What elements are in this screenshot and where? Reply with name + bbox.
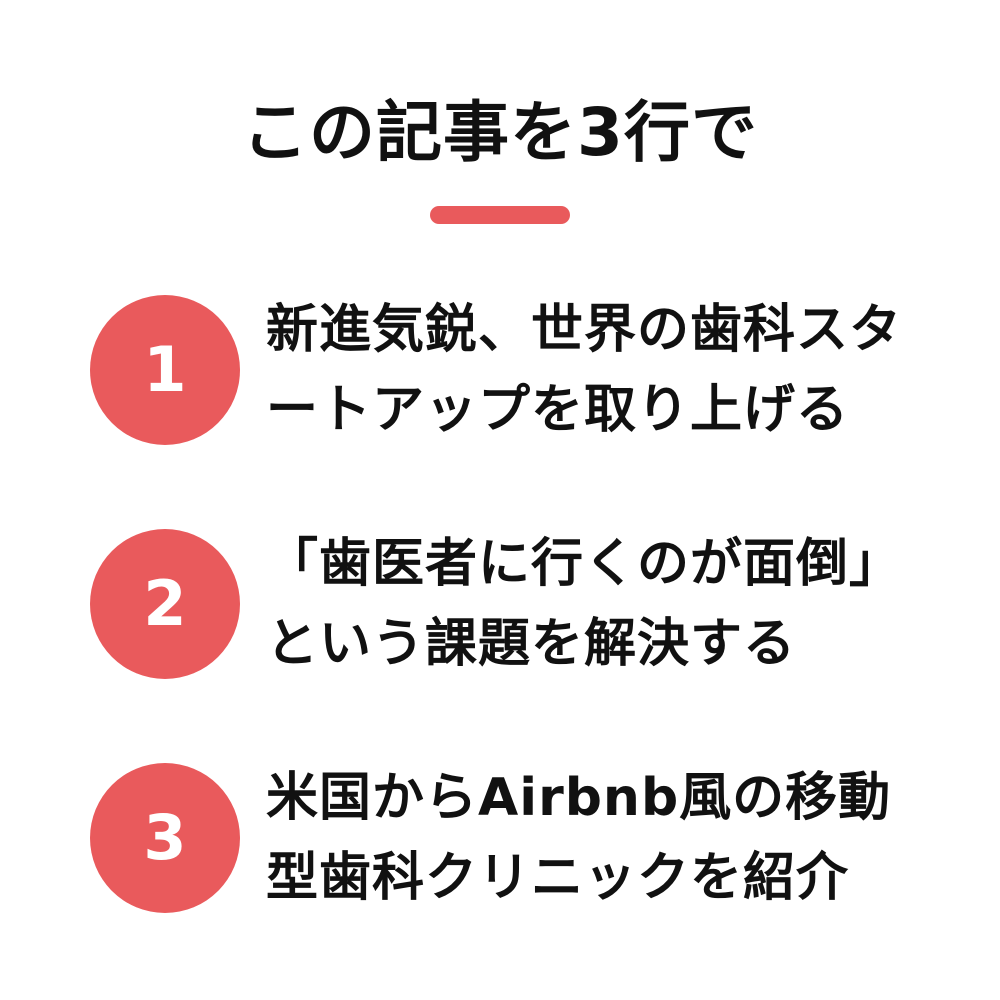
summary-line: 新進気鋭、世界の歯科スタ — [266, 300, 903, 360]
summary-item-2: 2 「歯医者に行くのが面倒」 という課題を解決する — [0, 524, 1000, 684]
summary-line: 「歯医者に行くのが面倒」 — [266, 534, 903, 594]
page-title: この記事を3行で — [242, 94, 758, 171]
number-badge-2: 2 — [90, 529, 240, 679]
summary-line: 型歯科クリニックを紹介 — [266, 848, 850, 908]
summary-text-1: 新進気鋭、世界の歯科スタ ートアップを取り上げる — [266, 290, 956, 450]
summary-item-1: 1 新進気鋭、世界の歯科スタ ートアップを取り上げる — [0, 290, 1000, 450]
summary-line: という課題を解決する — [266, 614, 797, 674]
number-badge-3: 3 — [90, 763, 240, 913]
summary-text-2: 「歯医者に行くのが面倒」 という課題を解決する — [266, 524, 956, 684]
summary-item-3: 3 米国からAirbnb風の移動 型歯科クリニックを紹介 — [0, 758, 1000, 918]
summary-line: ートアップを取り上げる — [266, 380, 850, 440]
number-badge-1: 1 — [90, 295, 240, 445]
summary-text-3: 米国からAirbnb風の移動 型歯科クリニックを紹介 — [266, 758, 956, 918]
title-underline-divider — [430, 206, 570, 224]
summary-line: 米国からAirbnb風の移動 — [266, 768, 892, 828]
